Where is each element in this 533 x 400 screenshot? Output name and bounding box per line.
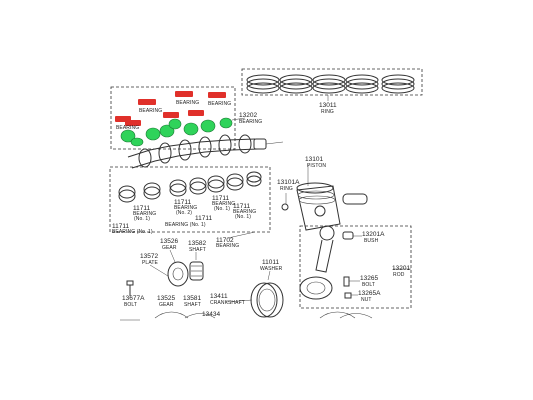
gear-13526-number: 13526 (160, 238, 178, 245)
bearing-part-name: BEARING (233, 209, 256, 215)
crankshaft-number: 13411 (210, 293, 228, 300)
bearing-part-note: (No. 1) (235, 214, 251, 220)
ring-set-part-name: RING (321, 109, 334, 115)
bearing-part-note: (No. 1) (134, 216, 150, 222)
bearing-part-note: (No. 2) (176, 210, 192, 216)
thrust-washer (256, 282, 284, 318)
crankshaft-name: CRANKSHAFT (210, 300, 245, 306)
rod-bolt-name: BOLT (362, 282, 375, 288)
highlight-tag (163, 112, 179, 118)
rod-bush (342, 231, 354, 240)
shaft-13582-number: 13582 (188, 240, 206, 247)
bearing-part-name: BEARING (No. 1) (112, 229, 153, 235)
rod-part-number: 13201 (392, 265, 410, 272)
shaft-13582 (189, 261, 204, 281)
rod-nut (344, 292, 352, 299)
bearing-part-name: BEARING (174, 205, 197, 211)
gear-13526-name: GEAR (162, 245, 177, 251)
thrust-washer (250, 282, 278, 318)
rod-bolt-number: 13265 (360, 275, 378, 282)
ring-13101a-number: 13101A (277, 179, 300, 186)
rod-nut-name: NUT (361, 297, 372, 303)
timing-gear-cluster: 13526 GEAR 13582 SHAFT 13572 PLATE 13677… (120, 238, 245, 321)
lower-bearing-group: 11711 BEARING (No. 1) 11711 BEARING (No.… (109, 166, 271, 249)
highlight-tag (138, 99, 156, 105)
highlight-tag (188, 110, 204, 116)
piston-part-number: 13101 (305, 156, 323, 163)
bush-part-number: 13201A (362, 231, 385, 238)
washer-name: WASHER (260, 266, 283, 272)
bearing-part-number: 11711 (212, 195, 229, 202)
bolt-13677a-number: 13677A (122, 295, 145, 302)
bush-part-name: BUSH (364, 238, 379, 244)
bearing-name: BEARING (208, 101, 231, 107)
bearing-part-number: 11711 (112, 223, 129, 230)
ring-13101a-name: RING (280, 186, 293, 192)
piston-pin (342, 193, 368, 205)
gear-13525-name: GEAR (159, 302, 174, 308)
upper-bearing-part-name: BEARING (239, 119, 262, 125)
upper-bearing-group: BEARING BEARING BEARING BEARING 13202 BE… (110, 86, 262, 150)
plate-name: PLATE (142, 260, 159, 266)
washer-number: 11011 (262, 259, 279, 266)
gear-13526 (167, 261, 189, 287)
piston-assembly: 13101 PISTON 13101A RING (277, 156, 368, 231)
bearing-11702-name: BEARING (216, 243, 239, 249)
bearing-part-number: 11711 (174, 199, 191, 206)
highlight-tag (208, 92, 226, 98)
thrust-washer-group: 11011 WASHER (225, 259, 284, 318)
bearing-part-number: 11711 (133, 205, 150, 212)
rod-bearing-shells (319, 311, 373, 319)
highlight-tag (175, 91, 193, 97)
highlighted-bearing-shells (120, 117, 233, 147)
shaft-13582-name: SHAFT (189, 247, 206, 253)
rod-box (299, 225, 412, 309)
shaft-13581-name: SHAFT (184, 302, 201, 308)
connecting-rod-assembly: 13201A BUSH 13201 ROD 13265 BOLT 13265A … (299, 225, 412, 309)
rod-nut-number: 13265A (358, 290, 381, 297)
shaft-13581-number: 13581 (183, 295, 201, 302)
gear-13525-number: 13525 (157, 295, 175, 302)
bearing-part-number: 11711 (195, 215, 212, 222)
piston-part-name: PISTON (307, 163, 326, 169)
piston-ring-set: 13011 RING (241, 68, 423, 115)
upper-bearing-box (110, 86, 236, 150)
bolt-13677a-name: BOLT (124, 302, 137, 308)
bearing-name: BEARING (116, 125, 139, 131)
plate-number: 13572 (140, 253, 158, 260)
bearing-part-name: BEARING (No. 1) (165, 222, 206, 228)
highlight-tag (125, 120, 141, 126)
bearing-11702-number: 11702 (216, 237, 234, 244)
ring-set-box (241, 68, 423, 96)
bolt-head (126, 280, 134, 286)
bearing-part-name: BEARING (133, 211, 156, 217)
upper-bearing-part-number: 13202 (239, 112, 257, 119)
bearing-part-name: BEARING (212, 201, 235, 207)
bearing-name: BEARING (176, 100, 199, 106)
bearing-name: BEARING (139, 108, 162, 114)
snap-ring (281, 203, 289, 211)
part-13434-number: 13434 (202, 311, 220, 318)
rod-bolt (343, 276, 350, 287)
bearing-part-note: (No. 1) (214, 206, 230, 212)
ring-set-part-number: 13011 (319, 102, 337, 109)
bearing-part-number: 11711 (233, 203, 250, 210)
rod-part-name: ROD (393, 272, 405, 278)
